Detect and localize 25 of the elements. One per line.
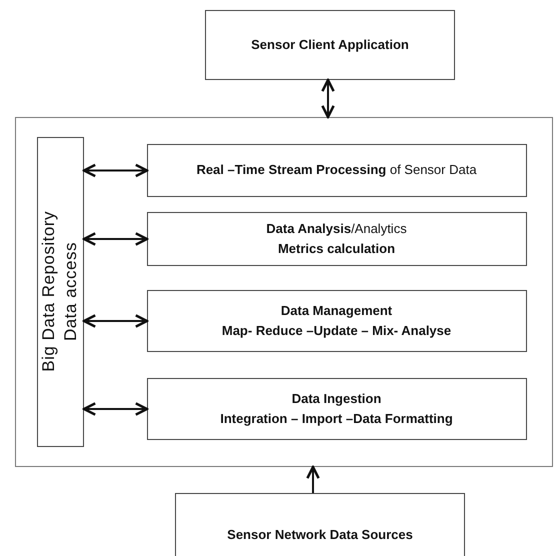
box-text: Real –Time Stream Processing of Sensor Data (196, 162, 477, 178)
application-box (205, 10, 455, 80)
box-text: Data Analysis/Analytics (266, 220, 407, 236)
source-box (175, 493, 465, 556)
layer-box (146, 212, 526, 266)
box-text: Sensor Client Application (251, 37, 409, 53)
arrow (82, 164, 148, 178)
arrow (306, 466, 320, 493)
arrow (82, 232, 148, 246)
box-text: Data Ingestion (292, 390, 382, 406)
repository-box (36, 136, 84, 446)
layer-box (146, 144, 526, 196)
arrow (321, 78, 335, 118)
system-frame (15, 117, 553, 467)
layer-box (146, 290, 526, 352)
box-text: Metrics calculation (278, 240, 396, 256)
box-text: Integration – Import –Data Formatting (220, 410, 453, 426)
layer-box (146, 378, 526, 440)
vertical-label: Data access (61, 242, 81, 342)
box-text: Data Management (280, 302, 392, 318)
box-text: Map- Reduce –Update – Mix- Analyse (222, 322, 452, 338)
box-text: Sensor Network Data Sources (227, 526, 413, 542)
arrow (82, 314, 148, 328)
arrow (82, 402, 148, 416)
vertical-label: Big Data Repository (38, 211, 59, 372)
